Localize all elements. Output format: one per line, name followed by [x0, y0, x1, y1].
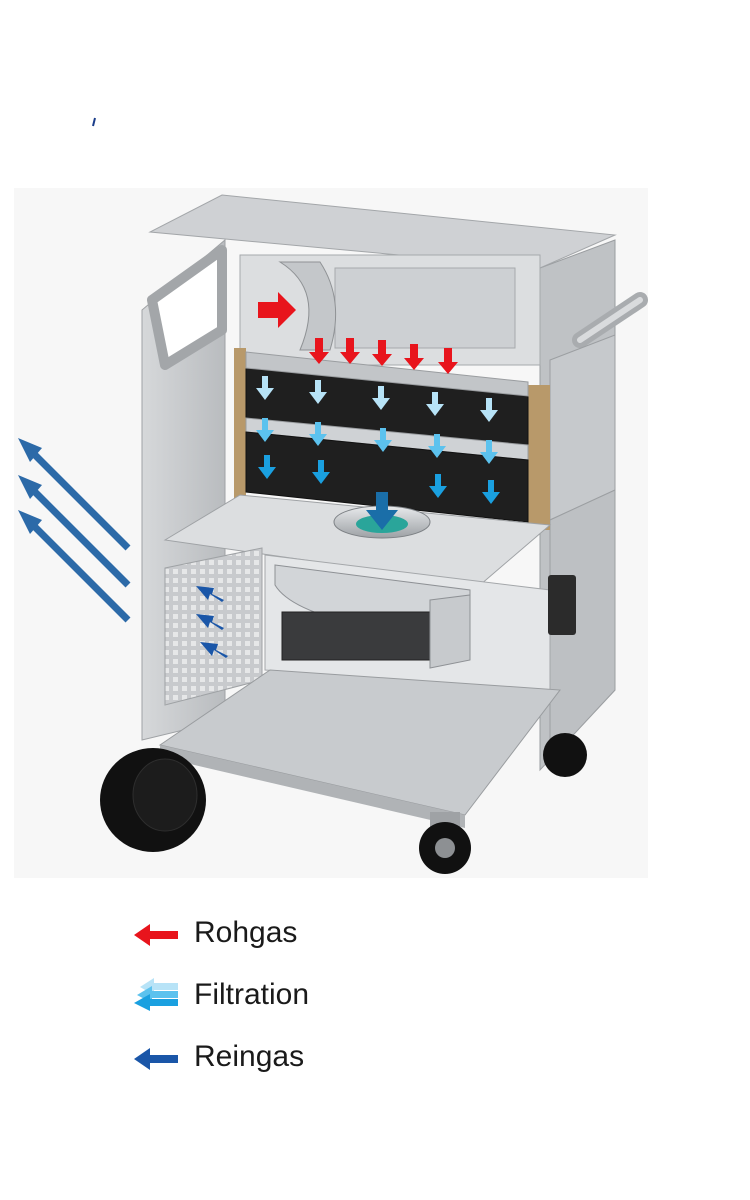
intake-grid	[164, 547, 263, 706]
rohgas-inlet-arrow	[258, 292, 296, 328]
legend-label-rohgas: Rohgas	[194, 916, 298, 949]
legend-label-filtration: Filtration	[194, 978, 310, 1011]
legend-label-reingas: Reingas	[194, 1040, 305, 1073]
wheel-rear-right	[543, 733, 587, 777]
tick-mark	[92, 117, 96, 127]
rohgas-down-arrows	[309, 338, 458, 374]
arrow-left-gradient-blue-icon	[134, 978, 178, 1011]
filtration-arrows-upper	[256, 376, 498, 422]
filter-frame-left	[234, 348, 246, 498]
caster-front-right	[419, 812, 471, 874]
reingas-down-arrow	[366, 492, 398, 530]
arrow-left-darkblue-icon	[134, 1048, 178, 1070]
side-handle	[147, 245, 227, 370]
control-box	[548, 575, 576, 635]
fan-motor	[281, 611, 433, 661]
wheel-front-left	[100, 748, 206, 852]
housing-right-panel	[549, 334, 616, 521]
reingas-inner-arrows	[196, 586, 228, 658]
reingas-outer-arrows	[18, 438, 131, 623]
upper-chamber-box	[334, 267, 516, 349]
arrow-left-red-icon	[134, 924, 178, 946]
filtration-arrows-mid	[256, 418, 498, 464]
filter-frame-right	[528, 385, 550, 530]
filtration-arrows-lower	[258, 455, 500, 504]
